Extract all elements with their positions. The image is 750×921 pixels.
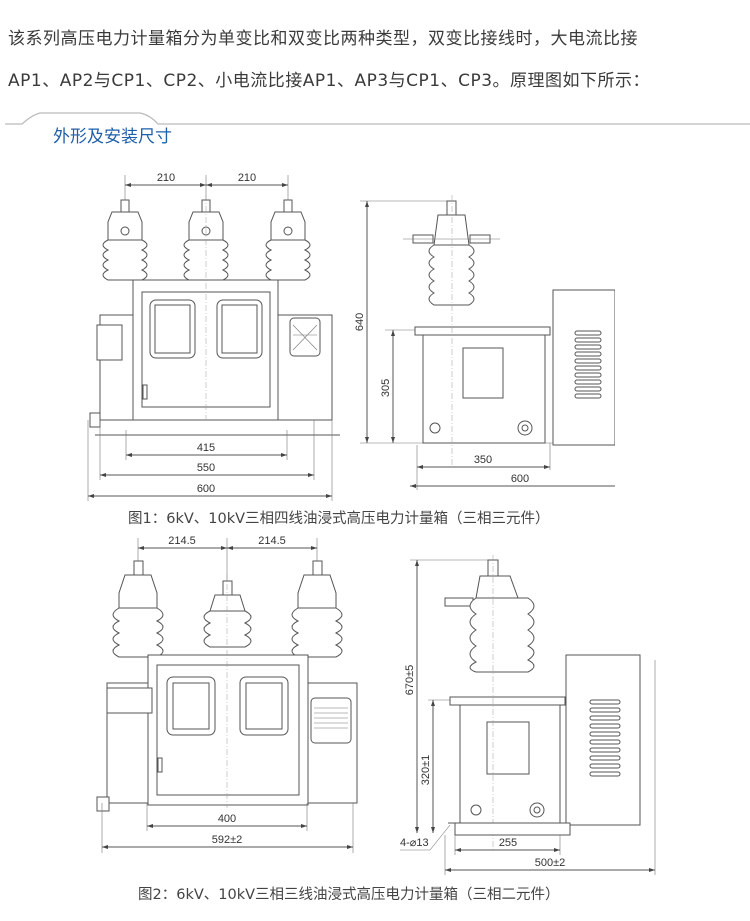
dim-600: 600 — [197, 483, 215, 495]
dim-hole: 4-⌀13 — [400, 837, 429, 849]
insulator-left — [102, 199, 148, 281]
intro-text: 该系列高压电力计量箱分为单变比和双变比两种类型，双变比接线时，大电流比接 AP1… — [8, 18, 748, 102]
dim-255: 255 — [499, 837, 517, 849]
insulator-right — [291, 560, 343, 658]
dim-350: 350 — [474, 454, 492, 466]
vent-louvers — [589, 699, 621, 777]
side-tank — [459, 704, 561, 824]
dim-500: 500±2 — [535, 857, 566, 869]
side-insulator — [403, 200, 500, 306]
section-title: 外形及安装尺寸 — [53, 127, 172, 147]
terminal-box-left — [96, 324, 123, 361]
meter-cabinet — [147, 573, 309, 808]
insulator-right — [265, 199, 311, 281]
figure1-front-view: 210 210 — [80, 165, 360, 505]
section-header: 外形及安装尺寸 — [0, 110, 750, 150]
figure1-side-view: 640 305 — [355, 185, 615, 495]
dim-640: 640 — [355, 313, 366, 331]
dim-670: 670±5 — [404, 665, 416, 696]
intro-line-2: AP1、AP2与CP1、CP2、小电流比接AP1、AP3与CP1、CP3。原理图… — [8, 71, 651, 91]
dim-305: 305 — [380, 379, 392, 397]
figure2-front-view: 214.5 214.5 — [85, 533, 375, 878]
dim-550: 550 — [197, 462, 215, 474]
figure2-side-view: 670±5 320±1 — [400, 550, 670, 880]
side-flange — [414, 326, 551, 336]
ground-bolt — [96, 796, 110, 812]
dim-320: 320±1 — [420, 755, 432, 786]
ground-bolt — [89, 412, 101, 428]
section-tab-divider — [5, 112, 750, 125]
side-base — [454, 822, 571, 836]
dim-400: 400 — [218, 813, 236, 825]
dim-210-left: 210 — [157, 172, 175, 184]
vent-louvers — [574, 330, 602, 399]
intro-line-1: 该系列高压电力计量箱分为单变比和双变比两种类型，双变比接线时，大电流比接 — [8, 29, 638, 49]
insulator-middle — [203, 580, 252, 648]
side-flange — [449, 696, 566, 706]
side-insulator — [444, 559, 535, 673]
terminal-box-left — [106, 687, 153, 714]
figure1-caption: 图1：6kV、10kV三相四线油浸式高压电力计量箱（三相三元件） — [128, 511, 550, 527]
breather — [289, 317, 321, 357]
dim-592: 592±2 — [212, 834, 243, 846]
nameplate — [486, 721, 530, 775]
dim-214-5-left: 214.5 — [168, 535, 196, 547]
side-cabinet — [552, 289, 615, 446]
nameplate — [462, 347, 504, 399]
dim-214-5-right: 214.5 — [258, 535, 286, 547]
dim-side-600: 600 — [511, 473, 529, 485]
dim-210-right: 210 — [238, 172, 256, 184]
side-tank — [422, 334, 546, 444]
breather — [310, 697, 352, 744]
meter-cabinet — [132, 195, 279, 421]
dim-415: 415 — [197, 442, 215, 454]
insulator-left — [112, 560, 164, 658]
figure2-caption: 图2：6kV、10kV三相三线油浸式高压电力计量箱（三相二元件） — [138, 887, 560, 903]
